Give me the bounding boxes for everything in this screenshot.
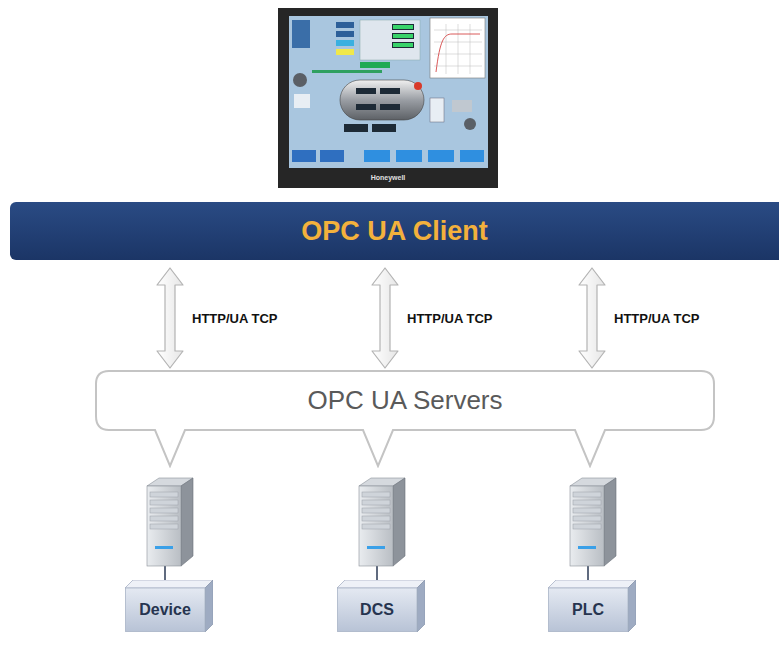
client-band: OPC UA Client	[10, 202, 779, 260]
server-icons	[147, 478, 616, 588]
device-name: DCS	[360, 601, 394, 619]
server-tower	[147, 478, 193, 588]
server-callout: OPC UA Servers	[95, 370, 715, 468]
protocol-label: HTTP/UA TCP	[611, 310, 702, 327]
brand-label: Honeywell	[348, 174, 428, 181]
device-cube: DCS	[337, 580, 425, 632]
server-title: OPC UA Servers	[307, 385, 502, 416]
double-arrow	[372, 268, 398, 368]
device-name: Device	[139, 601, 191, 619]
protocol-label: HTTP/UA TCP	[404, 310, 495, 327]
server-tower	[570, 478, 616, 588]
double-arrow	[157, 268, 183, 368]
hmi-panel	[278, 8, 498, 188]
protocol-label: HTTP/UA TCP	[189, 310, 280, 327]
device-cube: PLC	[548, 580, 636, 632]
device-cube: Device	[125, 580, 213, 632]
double-arrow	[579, 268, 605, 368]
device-name: PLC	[572, 601, 604, 619]
client-title: OPC UA Client	[301, 216, 488, 247]
server-tower	[359, 478, 405, 588]
